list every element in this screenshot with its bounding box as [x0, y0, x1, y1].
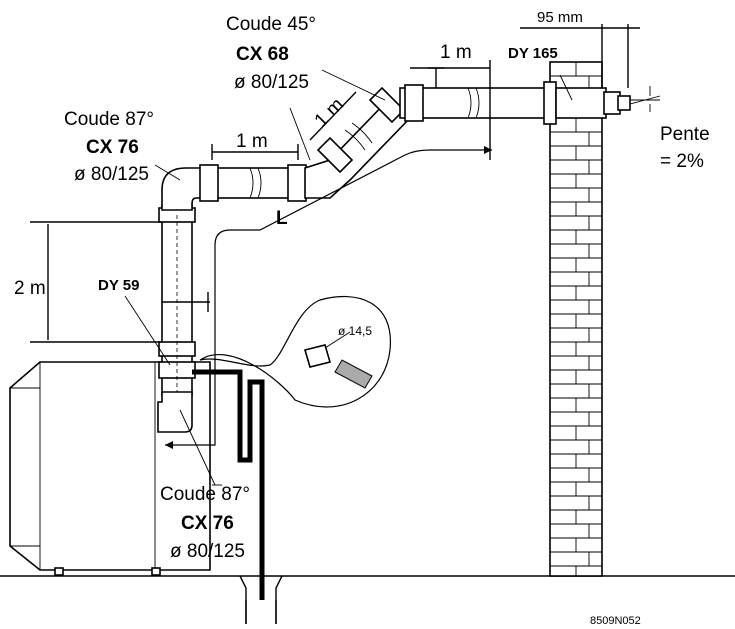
brick-wall: [549, 61, 603, 577]
vertical-flue-pipe: [158, 204, 210, 396]
label-adapter: DY 59: [98, 277, 139, 294]
label-dim-1m-mid: 1 m: [236, 131, 268, 152]
figure-reference: 8509N052: [590, 615, 641, 624]
diagonal-pipe: [304, 86, 412, 199]
svg-text:ø 80/125: ø 80/125: [170, 541, 245, 562]
label-length: L: [276, 208, 288, 229]
svg-text:Coude 87°: Coude 87°: [64, 109, 154, 130]
detail-bubble: [199, 295, 391, 408]
label-dim-95mm: 95 mm: [537, 9, 583, 26]
horizontal-pipe-top: [399, 67, 551, 122]
horizontal-pipe-left: [199, 164, 307, 202]
bottom-elbow: [157, 391, 193, 433]
svg-text:ø 80/125: ø 80/125: [234, 72, 309, 93]
condensate-drain: [192, 369, 283, 624]
label-elbow-bottom: Coude 87° CX 76 ø 80/125: [160, 484, 250, 562]
length-line: [165, 146, 492, 449]
label-dim-2m: 2 m: [14, 278, 46, 299]
label-terminal: DY 165: [508, 45, 558, 62]
svg-text:ø 80/125: ø 80/125: [74, 164, 149, 185]
label-elbow-left: Coude 87° CX 76 ø 80/125: [64, 109, 154, 185]
svg-text:Coude 87°: Coude 87°: [160, 484, 250, 505]
svg-text:CX 76: CX 76: [86, 137, 139, 158]
svg-text:Coude 45°: Coude 45°: [226, 14, 316, 35]
label-elbow-top: Coude 45° CX 68 ø 80/125: [226, 14, 316, 93]
label-slope-1: Pente: [660, 124, 710, 145]
leader-lines: [124, 69, 573, 486]
dimension-lines: [30, 24, 661, 343]
label-drain-diameter: ø 14,5: [338, 324, 372, 338]
label-dim-1m-top: 1 m: [440, 42, 472, 63]
svg-text:CX 76: CX 76: [181, 513, 234, 534]
terminal: [543, 81, 631, 125]
svg-text:CX 68: CX 68: [236, 44, 289, 65]
label-dim-1m-diagonal: 1 m: [311, 94, 348, 131]
label-slope-2: = 2%: [660, 151, 704, 172]
